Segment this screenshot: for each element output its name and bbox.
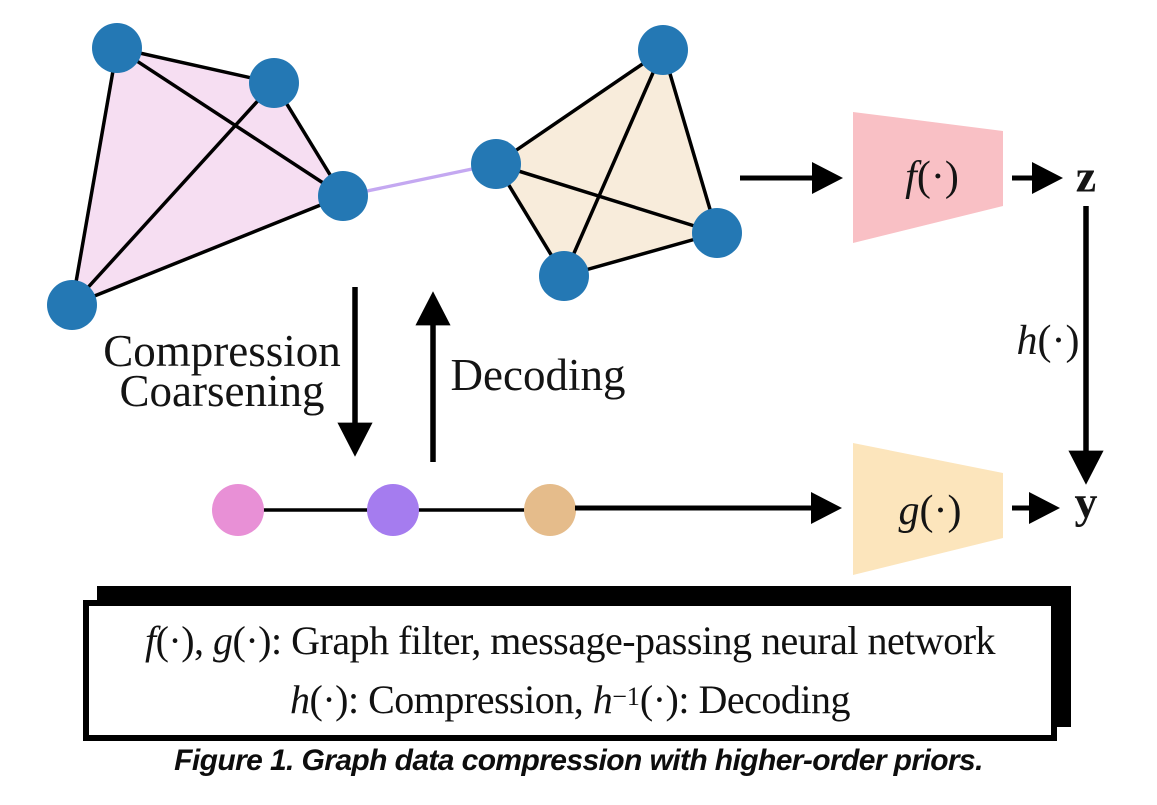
y-output-label: y — [1074, 476, 1098, 528]
coarse-node-tan — [524, 484, 576, 536]
graph-edge — [71, 194, 344, 307]
compression-label: Compression — [103, 326, 341, 376]
f-function-label: f(·) — [905, 153, 959, 201]
graph-node — [638, 25, 688, 75]
legend-paren: (·) — [232, 618, 272, 663]
graph-edge — [495, 48, 664, 166]
h-symbol: h — [1016, 318, 1038, 364]
graph-node — [539, 251, 589, 301]
legend-paren: (·) — [309, 677, 349, 722]
inter-graph-edge — [342, 162, 497, 198]
legend-inverse-exponent: −1 — [612, 682, 640, 711]
graph-edge — [116, 46, 275, 85]
legend-paren: (·), — [155, 618, 214, 663]
encoder-g-trapezoid — [853, 443, 1003, 575]
graph-edge — [563, 231, 718, 278]
g-symbol: g — [898, 488, 920, 534]
graph-nodes — [47, 23, 742, 330]
legend-g-symbol: g — [213, 618, 233, 663]
decoding-label: Decoding — [450, 350, 626, 400]
graph-edge — [70, 81, 276, 307]
legend-f-symbol: f — [144, 618, 156, 663]
h-function-label: h(·) — [1017, 317, 1080, 365]
legend-line-1: f(·), g(·): Graph filter, message-passin… — [144, 618, 996, 663]
right-graph-fill — [496, 50, 717, 276]
graph-edge — [495, 162, 718, 235]
left-graph-fill — [72, 48, 343, 305]
graph-node — [471, 139, 521, 189]
figure-caption: Figure 1. Graph data compression with hi… — [174, 744, 983, 777]
paren-dot: (·) — [1037, 318, 1080, 364]
graph-node — [692, 208, 742, 258]
legend-paren: (·) — [639, 677, 679, 722]
legend-h-inverse-symbol: h — [592, 677, 613, 722]
legend-line-1-text: : Graph filter, message-passing neural n… — [271, 618, 996, 663]
graph-edge — [116, 46, 344, 198]
legend-line-2-text: : Compression, — [347, 677, 593, 722]
graph-edge — [70, 47, 119, 306]
graph-node — [92, 23, 142, 73]
graph-edge — [562, 49, 665, 277]
coarse-node-pink — [212, 484, 264, 536]
z-output-label: z — [1075, 150, 1097, 202]
paren-dot: (·) — [916, 154, 959, 200]
graph-node — [249, 58, 299, 108]
legend-h-symbol: h — [290, 677, 310, 722]
legend-box: f(·), g(·): Graph filter, message-passin… — [83, 600, 1057, 741]
paren-dot: (·) — [919, 488, 962, 534]
legend-line-2-end: : Decoding — [678, 677, 850, 722]
graph-node — [47, 280, 97, 330]
g-function-label: g(·) — [899, 487, 962, 535]
coarsening-label: Coarsening — [119, 366, 325, 416]
f-symbol: f — [905, 154, 917, 200]
compression-coarsening-label: Compression Coarsening — [103, 326, 341, 416]
graph-edge — [661, 49, 719, 234]
coarse-node-purple — [367, 484, 419, 536]
encoder-f-trapezoid — [853, 112, 1003, 243]
graph-node — [318, 171, 368, 221]
legend-line-2: h(·): Compression, h−1(·): Decoding — [290, 680, 850, 720]
